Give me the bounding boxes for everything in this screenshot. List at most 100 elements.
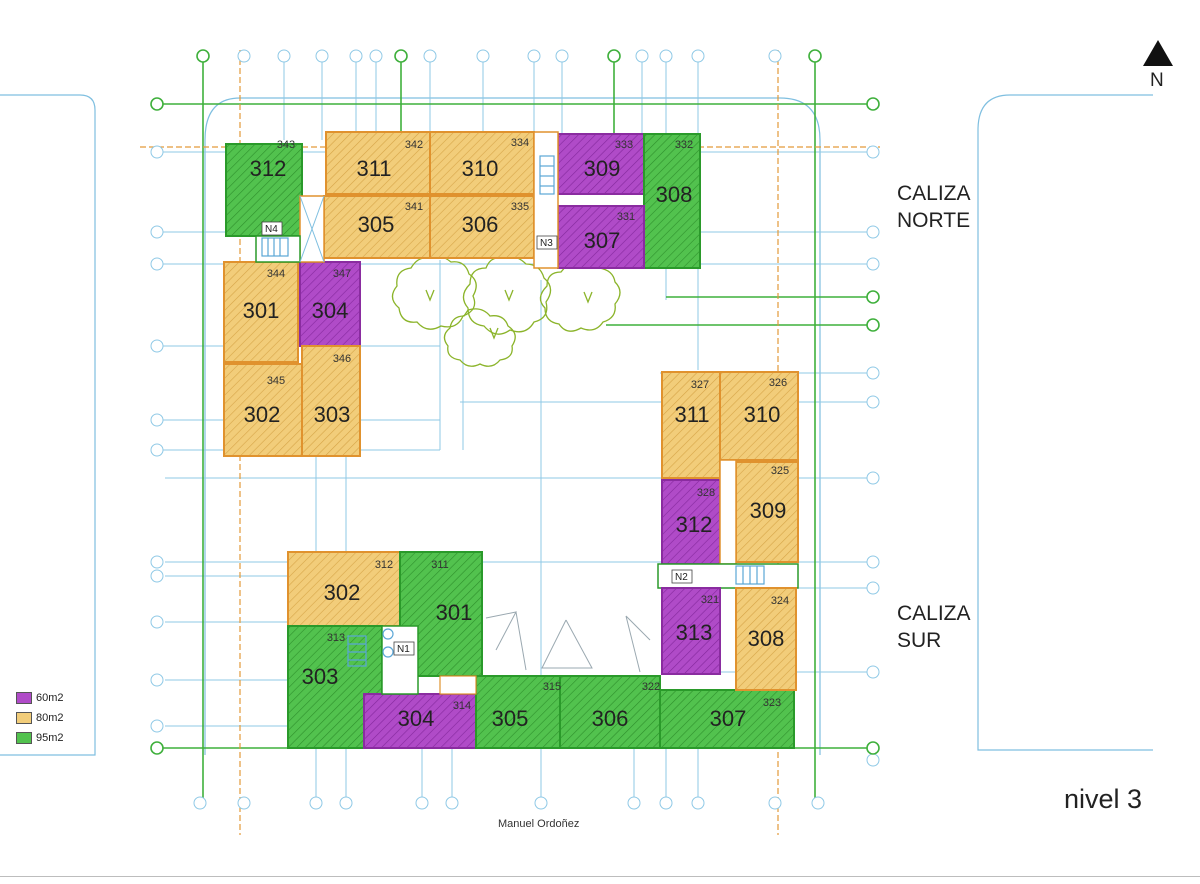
unit-sub-label: 344	[267, 268, 285, 280]
block-label-line: CALIZA	[897, 182, 971, 205]
unit-north-306[interactable]	[429, 195, 535, 259]
area-legend: 60m2 80m2 95m2	[16, 688, 64, 748]
unit-south-306[interactable]	[559, 675, 661, 749]
unit-label: 312	[676, 512, 713, 537]
legend-item-80m2: 80m2	[16, 708, 64, 728]
unit-south-304[interactable]	[363, 693, 477, 749]
unit-south-313[interactable]	[661, 587, 721, 675]
unit-label: 310	[744, 402, 781, 427]
unit-sub-label: 326	[769, 377, 787, 389]
unit-sub-label: 334	[511, 137, 529, 149]
unit-sub-label: 342	[405, 139, 423, 151]
unit-label: 310	[462, 156, 499, 181]
north-arrow-label: N	[1150, 70, 1164, 91]
unit-labels: 312 343 311 342 310 334 309 333 308 332 …	[243, 137, 790, 731]
bottom-divider	[0, 876, 1200, 877]
unit-label: 304	[398, 706, 435, 731]
unit-sub-label: 323	[763, 697, 781, 709]
stairs	[261, 155, 765, 667]
block-label-line: CALIZA	[897, 602, 971, 625]
unit-south-307[interactable]	[659, 689, 795, 749]
unit-sub-label: 325	[771, 465, 789, 477]
unit-label: 302	[244, 402, 281, 427]
unit-label: 302	[324, 580, 361, 605]
grid-lines-green	[157, 60, 873, 800]
unit-label: 305	[492, 706, 529, 731]
unit-label: 309	[750, 498, 787, 523]
unit-sub-label: 347	[333, 268, 351, 280]
block-label-line: NORTE	[897, 209, 971, 232]
unit-north-308[interactable]	[643, 133, 701, 269]
unit-north-312b[interactable]	[661, 479, 721, 565]
unit-sub-label: 332	[675, 139, 693, 151]
unit-label: 307	[584, 228, 621, 253]
unit-label: 308	[748, 626, 785, 651]
unit-sub-label: 321	[701, 594, 719, 606]
unit-sub-label: 331	[617, 211, 635, 223]
unit-label: 307	[710, 706, 747, 731]
unit-label: 311	[674, 402, 709, 427]
block-label-caliza-norte: CALIZA NORTE	[897, 180, 971, 234]
south-block-units	[287, 551, 797, 749]
unit-north-312[interactable]	[225, 143, 303, 237]
unit-label: 306	[592, 706, 629, 731]
unit-label: 303	[302, 664, 339, 689]
unit-north-301[interactable]	[223, 261, 299, 363]
core-label-n3: N3	[540, 238, 553, 249]
unit-north-310[interactable]	[429, 131, 535, 195]
unit-north-303[interactable]	[301, 345, 361, 457]
core-labels: N4 N3 N2 N1	[261, 221, 693, 656]
north-block-units	[223, 131, 799, 589]
unit-label: 305	[358, 212, 395, 237]
block-label-caliza-sur: CALIZA SUR	[897, 600, 971, 654]
street-curbs	[0, 94, 1153, 756]
unit-sub-label: 345	[267, 375, 285, 387]
north-arrow-icon	[1143, 40, 1173, 66]
unit-label: 301	[243, 298, 280, 323]
unit-label: 301	[436, 600, 473, 625]
unit-sub-label: 314	[453, 700, 471, 712]
unit-label: 313	[676, 620, 713, 645]
legend-label: 80m2	[36, 712, 64, 724]
unit-north-304[interactable]	[299, 261, 361, 347]
core-label-n1: N1	[397, 644, 410, 655]
unit-north-305[interactable]	[323, 195, 431, 259]
unit-north-309b[interactable]	[735, 461, 799, 563]
unit-south-308[interactable]	[735, 587, 797, 691]
unit-sub-label: 341	[405, 201, 423, 213]
unit-sub-label: 343	[277, 139, 295, 151]
legend-swatch	[16, 732, 32, 744]
unit-label: 308	[656, 182, 693, 207]
courtyard-walkways	[485, 611, 651, 673]
unit-sub-label: 313	[327, 632, 345, 644]
legend-swatch	[16, 692, 32, 704]
street-name-label: Manuel Ordoñez	[498, 818, 580, 830]
unit-sub-label: 335	[511, 201, 529, 213]
unit-north-302[interactable]	[223, 363, 303, 457]
unit-label: 311	[356, 156, 391, 181]
unit-label: 306	[462, 212, 499, 237]
legend-item-95m2: 95m2	[16, 728, 64, 748]
unit-label: 303	[314, 402, 351, 427]
unit-north-310b[interactable]	[719, 371, 799, 461]
unit-sub-label: 312	[375, 559, 393, 571]
unit-label: 309	[584, 156, 621, 181]
unit-sub-label: 328	[697, 487, 715, 499]
unit-sub-label: 311	[431, 559, 449, 571]
unit-label: 312	[250, 156, 287, 181]
block-label-line: SUR	[897, 629, 942, 652]
unit-north-307[interactable]	[557, 205, 645, 269]
grid-bubbles	[150, 49, 880, 810]
core-label-n4: N4	[265, 224, 278, 235]
legend-label: 60m2	[36, 692, 64, 704]
legend-label: 95m2	[36, 732, 64, 744]
unit-label: 304	[312, 298, 349, 323]
unit-sub-label: 346	[333, 353, 351, 365]
legend-swatch	[16, 712, 32, 724]
unit-sub-label: 315	[543, 681, 561, 693]
unit-sub-label: 327	[691, 379, 709, 391]
unit-sub-label: 324	[771, 595, 789, 607]
unit-sub-label: 322	[642, 681, 660, 693]
courtyard-trees	[391, 255, 621, 367]
